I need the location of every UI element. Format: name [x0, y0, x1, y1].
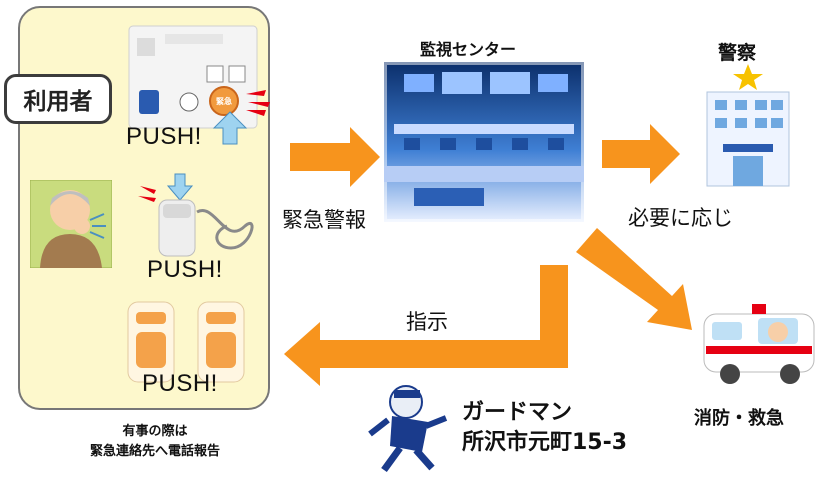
push-label-2: PUSH! — [147, 256, 223, 283]
wall-button-left — [127, 301, 175, 383]
push-label-1: PUSH! — [126, 123, 202, 150]
arrow-center-to-ambulance — [576, 228, 692, 330]
arrow-instruction — [284, 265, 568, 386]
emergency-button-label: 緊急 — [216, 96, 232, 106]
monitoring-center-photo — [384, 62, 584, 222]
user-label: 利用者 — [4, 74, 112, 124]
police-title: 警察 — [718, 42, 757, 64]
arrow-center-to-police — [602, 124, 680, 184]
pendant-alarm-device — [158, 199, 254, 257]
home-control-unit — [128, 25, 258, 129]
ambulance-icon — [703, 304, 815, 384]
as-needed-label: 必要に応じ — [628, 206, 733, 230]
press-arrow-up-icon — [212, 111, 248, 145]
guardman-illustration — [368, 385, 448, 473]
guardman-info: ガードマン 所沢市元町15-3 — [462, 398, 627, 458]
police-star-icon — [733, 64, 763, 90]
monitoring-center-title: 監視センター — [420, 40, 517, 59]
guardman-line-2: 所沢市元町15-3 — [462, 430, 628, 455]
push-label-3: PUSH! — [142, 370, 218, 397]
blue-button — [139, 90, 159, 114]
instruction-label: 指示 — [406, 310, 448, 334]
police-station-icon — [706, 64, 790, 187]
user-caption-line-2: 緊急連絡先へ電話報告 — [89, 444, 220, 459]
alert-burst-icon-2 — [138, 186, 156, 202]
wall-button-right — [197, 301, 245, 383]
user-caption: 有事の際は 緊急連絡先へ電話報告 — [40, 422, 270, 462]
ambulance-title: 消防・救急 — [694, 408, 784, 429]
elderly-person-illustration — [30, 180, 112, 268]
alert-burst-icon — [246, 90, 270, 116]
user-caption-line-1: 有事の際は — [122, 424, 188, 439]
guardman-line-1: ガードマン — [462, 400, 573, 425]
arrow-user-to-center — [290, 127, 380, 187]
emergency-button: 緊急 — [209, 86, 239, 116]
alarm-label: 緊急警報 — [282, 208, 366, 232]
press-arrow-down-icon — [166, 173, 194, 201]
